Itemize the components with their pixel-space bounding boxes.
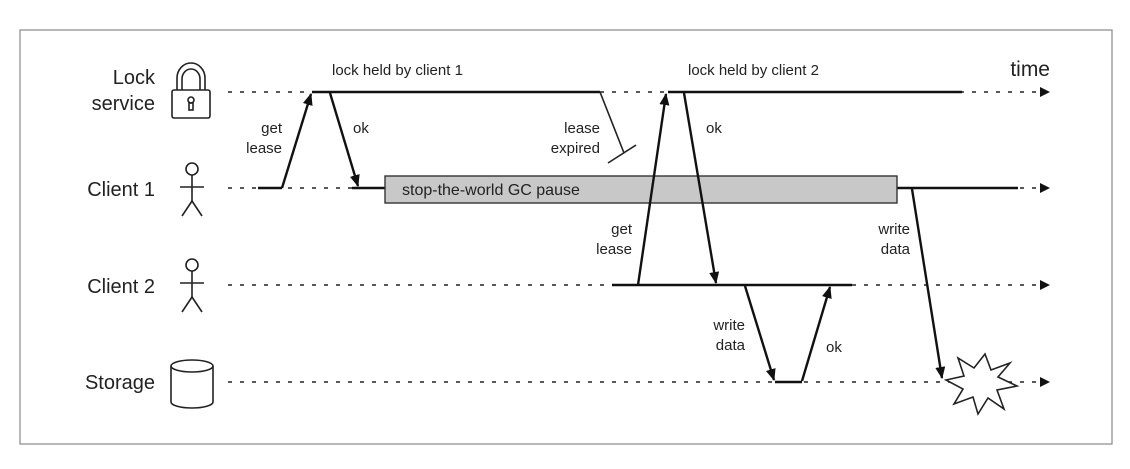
diagram-frame: [19, 29, 1113, 445]
explosion-icon: [943, 352, 1020, 416]
write-data-client1-line2: data: [881, 241, 911, 258]
client2-ok-arrow: [682, 92, 720, 284]
client1-ok-arrow: [328, 92, 360, 187]
get-lease-1-line1: get: [261, 120, 283, 137]
lease-expired-line1: lease: [564, 120, 600, 137]
lease-expired-line2: expired: [551, 140, 600, 157]
ok-3-label: ok: [826, 339, 842, 356]
client2-timeline: [228, 280, 1050, 290]
get-lease-2-line2: lease: [596, 241, 632, 258]
time-label: time: [1010, 58, 1050, 81]
get-lease-1-line2: lease: [246, 140, 282, 157]
ok-1-label: ok: [353, 120, 369, 137]
write-data-client1-line1: write: [877, 221, 910, 238]
client1-write-data-arrow: [910, 188, 946, 379]
gc-pause-bar: [384, 175, 898, 204]
lease-expiry-slope: [599, 91, 625, 154]
person-icon: [180, 258, 204, 313]
client2-get-lease-arrow: [636, 93, 670, 286]
gc-pause-label: stop-the-world GC pause: [402, 182, 580, 199]
lock-service-label-line1: Lock: [113, 67, 156, 89]
client2-write-data-arrow: [743, 285, 776, 381]
write-data-client2-line2: data: [716, 337, 746, 354]
lock-held-client1-label: lock held by client 1: [332, 62, 463, 79]
lock-service-label-line2: service: [92, 93, 155, 115]
database-cylinder-icon: [170, 359, 214, 409]
client2-label: Client 2: [87, 276, 155, 298]
get-lease-2-line1: get: [611, 221, 633, 238]
padlock-icon: [171, 62, 211, 119]
write-data-client2-line1: write: [712, 317, 745, 334]
storage-timeline: [228, 377, 1050, 387]
lease-expired-tick: [607, 144, 637, 164]
client1-get-lease-arrow: [280, 93, 313, 189]
person-icon: [180, 162, 204, 217]
lock-held-client2-label: lock held by client 2: [688, 62, 819, 79]
storage-ok-arrow: [800, 286, 832, 382]
client1-label: Client 1: [87, 179, 155, 201]
ok-2-label: ok: [706, 120, 722, 137]
storage-label: Storage: [85, 372, 155, 394]
